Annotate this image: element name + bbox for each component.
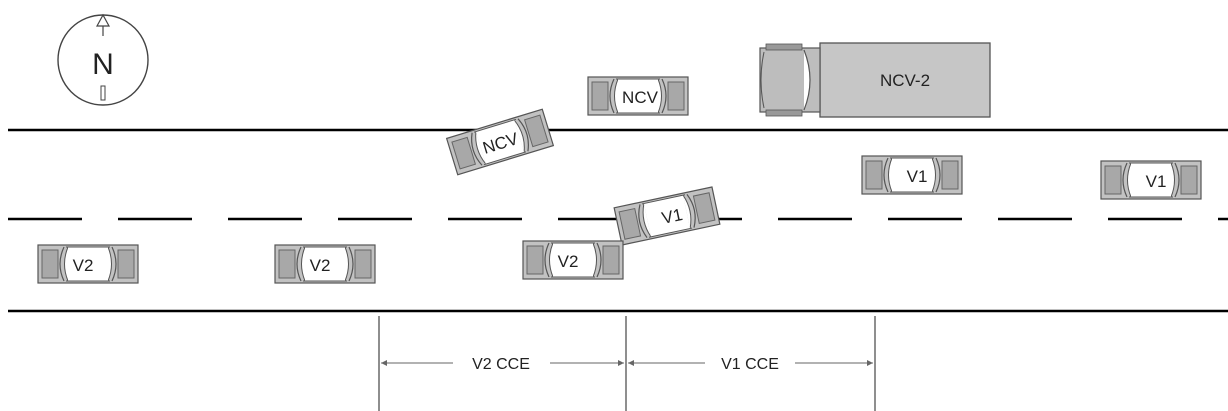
vehicle-label: V1 xyxy=(1146,172,1167,191)
compass-letter: N xyxy=(92,48,114,81)
vehicle-v1-far: V1 xyxy=(1100,160,1202,200)
vehicle-ncv2-truck: NCV-2 xyxy=(759,42,991,118)
vehicle-label: V1 xyxy=(660,205,684,228)
vehicle-ncv-top: NCV xyxy=(587,76,689,116)
vehicle-v2-left: V2 xyxy=(37,244,139,284)
vehicle-label: NCV-2 xyxy=(880,71,930,90)
dimension-v2-cce: V2 CCE xyxy=(381,356,624,373)
vehicle-label: NCV xyxy=(622,88,659,107)
vehicle-v2-mid: V2 xyxy=(274,244,376,284)
vehicle-label: V2 xyxy=(310,256,331,275)
dimension-label: V2 CCE xyxy=(472,356,530,373)
vehicle-label: V2 xyxy=(558,252,579,271)
vehicle-label: V2 xyxy=(73,256,94,275)
vehicle-ncv-angled: NCV xyxy=(446,108,554,176)
vehicle-v1-mid: V1 xyxy=(861,155,963,195)
vehicle-v2-impact: V2 xyxy=(522,240,624,280)
north-arrow-icon: N xyxy=(57,13,149,106)
vehicle-label: V1 xyxy=(907,167,928,186)
vehicle-v1-angled: V1 xyxy=(613,186,721,246)
dimension-v1-cce: V1 CCE xyxy=(628,356,873,373)
dimension-label: V1 CCE xyxy=(721,356,779,373)
